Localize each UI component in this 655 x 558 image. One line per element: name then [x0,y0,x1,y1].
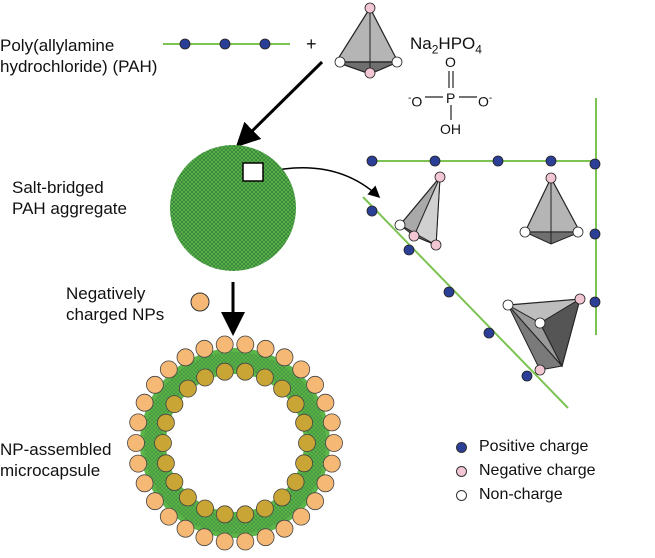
legend-negative: Negative charge [456,462,596,480]
nanoparticle-outer [195,339,214,358]
nanoparticle-inner [295,413,314,432]
nanoparticle-outer [325,434,343,452]
nanoparticle-outer [306,492,325,511]
nanoparticle-inner [286,472,305,491]
nanoparticle-outer [292,360,311,379]
nanoparticle-inner [156,413,175,432]
nanoparticle-inner [154,434,172,452]
nanoparticle-outer [316,474,335,493]
aggregate-label: Salt-bridged PAH aggregate [12,178,127,218]
nanoparticle-inner [273,379,292,398]
nanoparticle-outer [236,335,255,354]
legend-noncharge: Non-charge [456,486,563,504]
positive-charge-icon [456,441,467,453]
nanoparticle-outer [135,393,154,412]
np-outer-ring [127,335,343,551]
nanoparticle-outer [159,360,178,379]
negative-charge-icon [456,465,467,477]
legend-positive: Positive charge [456,438,588,456]
nanoparticle-inner [273,488,292,507]
nanoparticle-outer [306,375,325,394]
nanoparticle-outer [129,413,148,432]
nanoparticle-outer [176,348,195,367]
nanoparticle-outer [129,454,148,473]
nanoparticle-inner [236,505,255,524]
nanoparticle-inner [236,362,255,381]
nanoparticle-inner [255,499,274,518]
pah-label: Poly(allylamine hydrochloride) (PAH) [0,36,158,76]
nanoparticle-outer [176,519,195,538]
nanoparticle-outer [215,335,234,354]
nanoparticle-inner [196,368,215,387]
nanoparticle-outer [215,532,234,551]
plus-sign: + [306,34,317,54]
nanoparticle-outer [322,454,341,473]
zoom-arrow [265,166,381,199]
nanoparticle-outer [275,519,294,538]
capsule-label: NP-assembled microcapsule [0,440,112,480]
nanoparticle-inner [178,379,197,398]
nanoparticle-outer [145,375,164,394]
phosphate-tetrahedron-icon [334,2,403,79]
phosphate-p: P [446,90,456,106]
nanoparticle-inner [156,454,175,473]
nanoparticle-outer [292,507,311,526]
phosphate-o-left: -O [408,93,423,110]
nanoparticle-inner [165,395,184,414]
nanoparticle-inner [215,362,234,381]
arrow-to-aggregate [235,60,324,148]
nanoparticle-outer [145,492,164,511]
np-inner-ring [154,362,316,524]
phosphate-o-top: O [445,54,456,70]
nanoparticle-inner [196,499,215,518]
zoomed-network [362,98,601,409]
nanoparticle-inner [178,488,197,507]
phosphate-oh: OH [440,121,461,137]
nanoparticle-inner [165,472,184,491]
nanoparticle-outer [159,507,178,526]
nanoparticle-inner [298,434,316,452]
nanoparticle-outer [256,339,275,358]
phosphate-formula-bonds [425,71,477,120]
phosphate-o-right: O- [478,93,493,110]
pah-chain-sample [163,38,290,50]
nanoparticle-inner [286,395,305,414]
nanoparticle-inner [295,454,314,473]
nanoparticle-outer [275,348,294,367]
pah-aggregate-sphere [170,145,296,271]
nanoparticle-inner [215,505,234,524]
microcapsule [127,335,343,551]
nanoparticle-outer [236,532,255,551]
salt-formula: Na2HPO4 [410,34,482,57]
np-sample-icon [190,292,210,312]
nanoparticle-outer [316,393,335,412]
non-charge-icon [456,489,467,501]
nanoparticle-outer [322,413,341,432]
nanoparticle-outer [256,528,275,547]
nanoparticle-outer [195,528,214,547]
nanoparticle-outer [127,434,145,452]
nanoparticle-inner [255,368,274,387]
nanoparticle-outer [135,474,154,493]
nps-label: Negatively charged NPs [66,284,165,324]
